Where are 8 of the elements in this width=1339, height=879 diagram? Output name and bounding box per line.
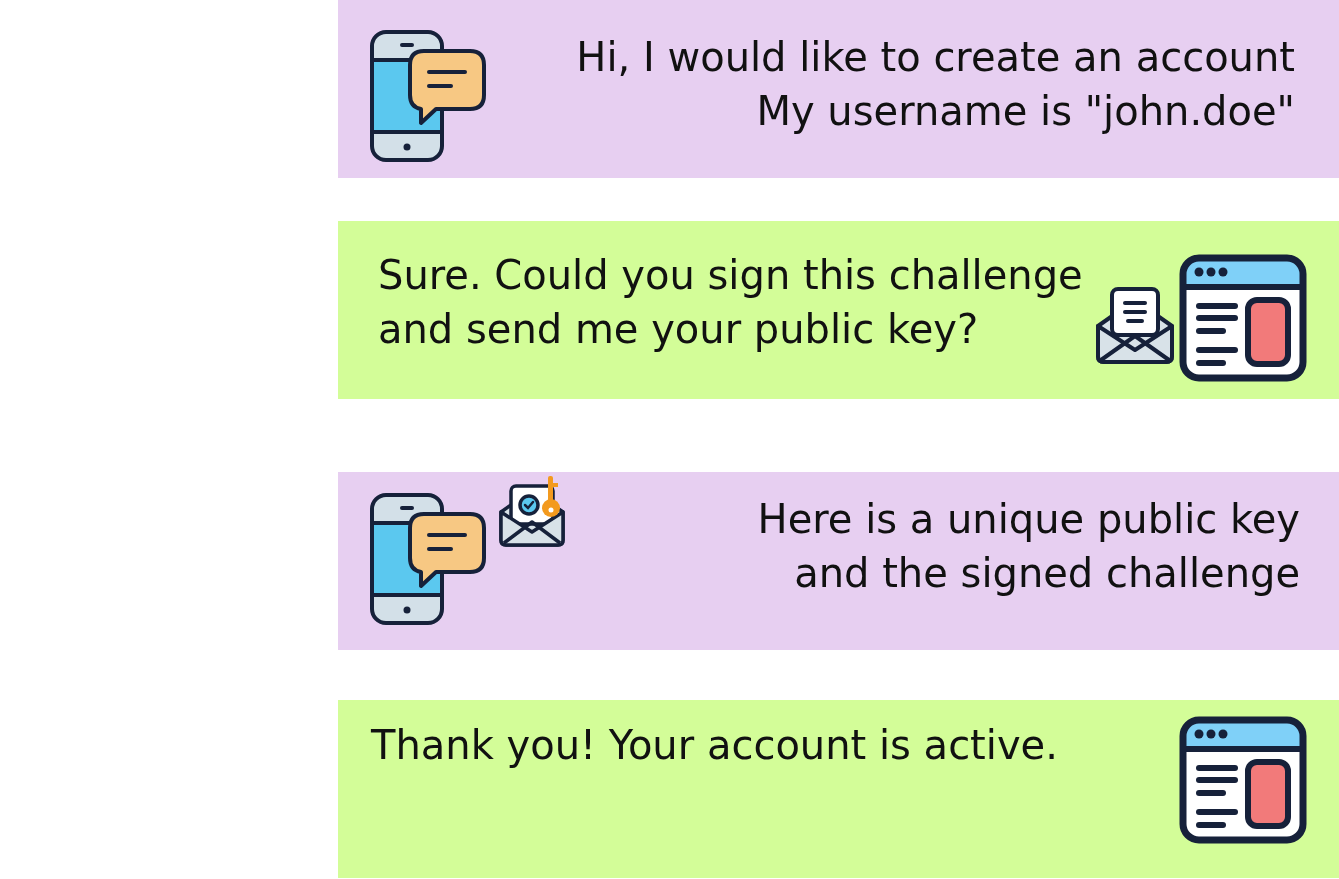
message-panel bbox=[338, 0, 1339, 178]
message-text: Here is a unique public key and the signed challenge bbox=[756, 495, 1300, 598]
message-panel bbox=[338, 472, 1339, 650]
message-text: Sure. Could you sign this challenge and send me your public key? bbox=[378, 251, 1084, 354]
message-text: Thank you! Your account is active. bbox=[371, 721, 1058, 770]
message-panel bbox=[338, 221, 1339, 399]
message-panel bbox=[338, 700, 1339, 878]
message-text: Hi, I would like to create an account My username is "john.doe" bbox=[575, 33, 1295, 136]
